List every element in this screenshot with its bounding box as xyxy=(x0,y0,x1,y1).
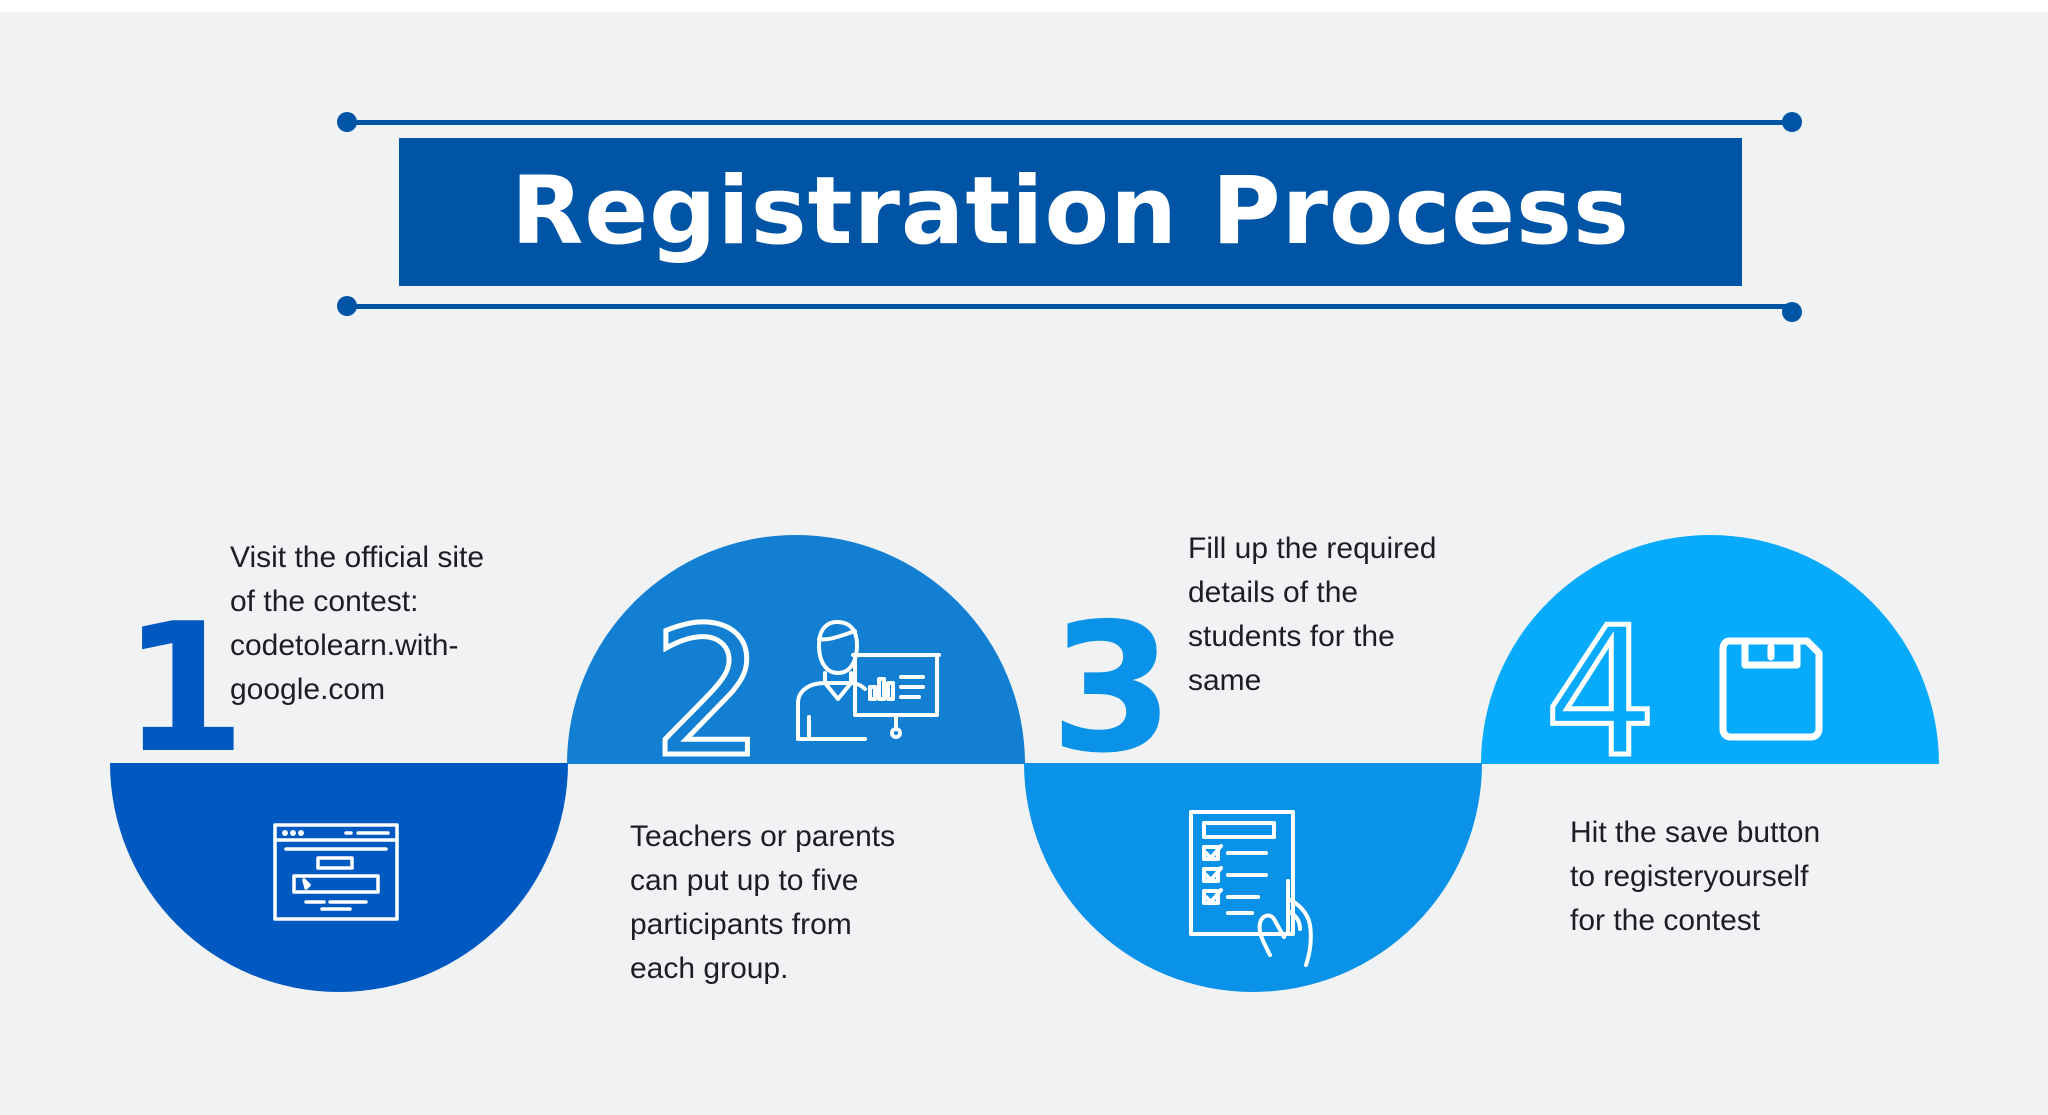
step-3-number: 3 xyxy=(1050,585,1174,792)
title-top-right-dot xyxy=(1782,112,1802,132)
title-bottom-left-dot xyxy=(337,296,357,316)
title-top-rule xyxy=(347,120,1792,125)
title-bottom-rule xyxy=(347,304,1792,309)
title-bottom-right-dot xyxy=(1782,302,1802,322)
step-4-shape xyxy=(1481,535,1939,764)
step-2-description: Teachers or parents can put up to five p… xyxy=(630,820,896,985)
page-title: Registration Process xyxy=(511,157,1630,266)
title-top-left-dot xyxy=(337,112,357,132)
title-banner: Registration Process xyxy=(399,138,1742,286)
step-3-shape xyxy=(1024,763,1482,992)
step-2-number: 2 xyxy=(649,589,767,796)
step-4-description: Hit the save button to registeryourself … xyxy=(1570,816,1821,937)
step-4-number: 4 xyxy=(1541,589,1659,796)
step-2-shape xyxy=(567,535,1025,764)
step-3-description: Fill up the required details of the stud… xyxy=(1188,532,1437,697)
checklist-document-icon xyxy=(1189,810,1313,967)
step-1-number: 1 xyxy=(122,585,246,792)
presenter-icon xyxy=(796,620,941,741)
step-1-description: Visit the official site of the contest: … xyxy=(230,541,485,706)
floppy-disk-icon xyxy=(1719,637,1823,741)
browser-window-icon xyxy=(273,823,399,921)
infographic-canvas: Registration Process 1 Visit the officia… xyxy=(0,12,2048,1115)
